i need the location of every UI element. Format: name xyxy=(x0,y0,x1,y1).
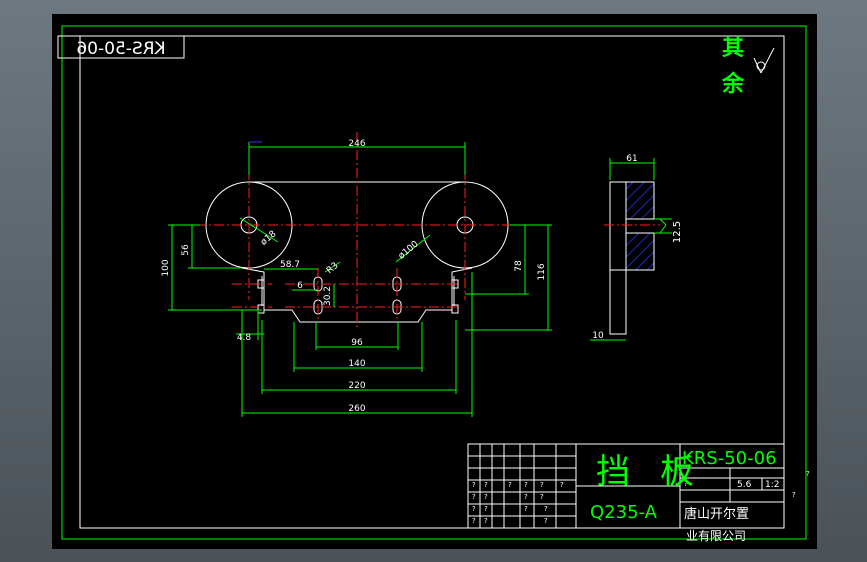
dim-96: 96 xyxy=(351,338,363,348)
dim-30-2: 30.2 xyxy=(323,286,333,306)
weight: 5.6 xyxy=(737,480,752,490)
mirrored-code: KRS-50-06 xyxy=(76,39,165,59)
tb-q20: ? xyxy=(806,470,810,478)
tb-q10: ? xyxy=(540,493,544,501)
dim-58-7: 58.7 xyxy=(280,260,300,270)
roughness-char2: 余 xyxy=(721,71,745,97)
tb-q1: ? xyxy=(472,481,476,489)
tb-q16: ? xyxy=(484,517,488,525)
dim-260: 260 xyxy=(348,404,365,414)
dim-220: 220 xyxy=(348,381,365,391)
part-name: 挡板 xyxy=(596,452,724,492)
tb-q2: ? xyxy=(484,481,488,489)
cad-drawing: KRS-50-06 其 余 xyxy=(57,25,810,543)
roughness-char1: 其 xyxy=(722,36,744,61)
dim-12-5: 12.5 xyxy=(672,221,683,243)
dim-116: 116 xyxy=(537,263,547,280)
tb-q17: ? xyxy=(544,517,548,525)
roughness-symbol xyxy=(753,47,775,74)
company-line2: 业有限公司 xyxy=(686,529,746,543)
company-line1: 唐山开尔置 xyxy=(684,506,749,522)
tb-q3: ? xyxy=(508,481,512,489)
title-block xyxy=(467,443,785,529)
dim-78: 78 xyxy=(514,260,524,272)
drawing-canvas[interactable]: KRS-50-06 其 余 xyxy=(52,14,817,549)
dim-100: 100 xyxy=(161,259,171,276)
roughness-note2: 余 xyxy=(721,71,745,97)
roughness-note: 其 xyxy=(722,36,744,61)
dim-61: 61 xyxy=(626,154,637,164)
dim-56: 56 xyxy=(181,244,191,256)
dim-140: 140 xyxy=(348,359,365,369)
inner-border xyxy=(79,35,785,529)
dim-4-8: 4.8 xyxy=(237,333,252,343)
tb-q12: ? xyxy=(484,505,488,513)
dim-phi100: ø100 xyxy=(397,239,421,261)
tb-q9: ? xyxy=(524,493,528,501)
tb-q4: ? xyxy=(524,481,528,489)
tb-q14: ? xyxy=(544,505,548,513)
tb-q8: ? xyxy=(484,493,488,501)
tb-q11: ? xyxy=(472,505,476,513)
dim-6: 6 xyxy=(297,281,303,291)
front-view xyxy=(196,132,520,330)
tb-q15: ? xyxy=(472,517,476,525)
front-dimensions xyxy=(168,141,552,417)
tb-q13: ? xyxy=(524,505,528,513)
dim-10: 10 xyxy=(592,331,604,341)
tb-q5: ? xyxy=(540,481,544,489)
side-view: 61 12.5 10 xyxy=(590,154,683,341)
tb-q19: ? xyxy=(792,491,796,499)
tb-q7: ? xyxy=(472,493,476,501)
material: Q235-A xyxy=(590,502,658,523)
tb-q18: ? xyxy=(684,480,688,488)
outer-border xyxy=(61,25,807,540)
drawing-code: KRS-50-06 xyxy=(682,448,777,469)
tb-q6: ? xyxy=(560,481,564,489)
scale: 1:2 xyxy=(765,480,779,490)
dim-246: 246 xyxy=(348,139,365,149)
